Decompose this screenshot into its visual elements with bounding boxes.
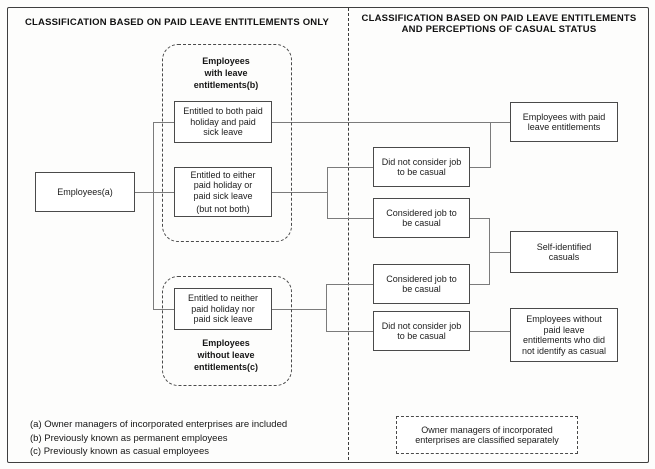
entitled-either-box: Entitled to either paid holiday or paid … — [174, 167, 272, 217]
without-paid-leave-line: paid leave — [543, 324, 585, 335]
did-not-consider-line: to be casual — [397, 167, 446, 177]
owner-managers-note-box: Owner managers of incorporated enterpris… — [396, 416, 578, 454]
without-leave-group-title-line: without leave — [197, 350, 255, 360]
entitled-neither-box: Entitled to neither paid holiday nor pai… — [174, 288, 272, 330]
connector-line — [153, 309, 174, 310]
considered-job-box-top: Considered job to be casual — [373, 198, 470, 238]
without-leave-group-title-line: entitlements(c) — [193, 362, 258, 372]
did-not-consider-line: Did not consider job — [381, 320, 462, 331]
with-leave-group-title: Employees with leave entitlements(b) — [162, 55, 290, 91]
connector-line — [153, 122, 154, 310]
considered-job-line: Considered job to — [386, 207, 457, 218]
connector-line — [489, 252, 510, 253]
connector-line — [470, 284, 490, 285]
left-section-header: CLASSIFICATION BASED ON PAID LEAVE ENTIT… — [17, 17, 337, 28]
considered-job-line: be casual — [402, 284, 441, 294]
entitled-either-line: paid holiday or — [193, 180, 253, 190]
left-section-header-text: CLASSIFICATION BASED ON PAID LEAVE ENTIT… — [24, 17, 330, 28]
connector-line — [327, 167, 328, 219]
with-leave-entitlements-group — [162, 44, 292, 242]
without-leave-entitlements-group — [162, 276, 292, 386]
self-identified-casuals-box: Self-identified casuals — [510, 231, 618, 273]
connector-line — [272, 192, 328, 193]
connector-line — [470, 218, 490, 219]
without-paid-leave-line: not identify as casual — [521, 345, 607, 356]
entitled-neither-line: paid sick leave — [193, 314, 253, 325]
connector-line — [326, 284, 327, 332]
without-leave-group-title: Employees without leave entitlements(c) — [162, 337, 290, 373]
connector-line — [470, 331, 510, 332]
did-not-consider-job-box-top: Did not consider job to be casual — [373, 147, 470, 187]
entitled-both-box: Entitled to both paid holiday and paid s… — [174, 101, 272, 143]
entitled-both-line: sick leave — [203, 127, 243, 138]
footnotes: (a) Owner managers of incorporated enter… — [30, 418, 287, 459]
with-leave-group-title-line: with leave — [204, 68, 248, 78]
section-divider-dashed-line — [348, 8, 349, 460]
self-identified-line: casuals — [548, 252, 580, 262]
connector-line — [326, 331, 373, 332]
connector-line — [135, 192, 174, 193]
entitled-either-note: (but not both) — [196, 204, 250, 214]
without-paid-leave-line: Employees without — [526, 314, 602, 324]
connector-line — [326, 284, 373, 285]
connector-line — [272, 309, 327, 310]
connector-line — [272, 122, 510, 123]
diagram-outer-border — [7, 7, 649, 463]
employees-box-label: Employees(a) — [57, 186, 113, 197]
self-identified-line: Self-identified — [536, 241, 592, 252]
entitled-both-line: holiday and paid — [190, 116, 256, 127]
footnote-b: (b) Previously known as permanent employ… — [30, 432, 228, 444]
right-section-header: CLASSIFICATION BASED ON PAID LEAVE ENTIT… — [353, 13, 645, 35]
employees-without-paid-leave-box: Employees without paid leave entitlement… — [510, 308, 618, 362]
entitled-either-line: Entitled to either — [190, 169, 256, 180]
entitled-neither-line: Entitled to neither — [187, 293, 259, 304]
without-paid-leave-line: entitlements who did — [522, 335, 606, 345]
considered-job-line: be casual — [402, 218, 441, 228]
connector-line — [489, 218, 490, 285]
did-not-consider-job-box-bottom: Did not consider job to be casual — [373, 311, 470, 351]
right-section-header-line1: CLASSIFICATION BASED ON PAID LEAVE ENTIT… — [361, 13, 637, 24]
did-not-consider-line: Did not consider job — [381, 156, 462, 167]
did-not-consider-line: to be casual — [397, 331, 446, 341]
with-leave-group-title-line: Employees — [202, 56, 250, 66]
considered-job-line: Considered job to — [386, 273, 457, 284]
connector-line — [470, 167, 491, 168]
connector-line — [327, 218, 373, 219]
employees-box: Employees(a) — [35, 172, 135, 212]
without-leave-group-title-line: Employees — [202, 338, 250, 348]
owner-managers-note-line: enterprises are classified separately — [415, 435, 559, 445]
with-paid-leave-line: leave entitlements — [527, 122, 601, 132]
entitled-either-line: paid sick leave — [193, 190, 253, 201]
footnote-a: (a) Owner managers of incorporated enter… — [30, 419, 288, 430]
connector-line — [490, 122, 491, 168]
entitled-both-line: Entitled to both paid — [183, 106, 263, 117]
right-section-header-line2: AND PERCEPTIONS OF CASUAL STATUS — [401, 24, 597, 35]
owner-managers-note-line: Owner managers of incorporated — [421, 424, 553, 435]
considered-job-box-bottom: Considered job to be casual — [373, 264, 470, 304]
with-paid-leave-line: Employees with paid — [522, 111, 606, 122]
with-leave-group-title-line: entitlements(b) — [193, 80, 259, 90]
employees-with-paid-leave-box: Employees with paid leave entitlements — [510, 102, 618, 142]
connector-line — [327, 167, 373, 168]
connector-line — [153, 122, 174, 123]
entitled-neither-line: paid holiday nor — [191, 303, 255, 314]
footnote-c: (c) Previously known as casual employees — [30, 446, 209, 457]
